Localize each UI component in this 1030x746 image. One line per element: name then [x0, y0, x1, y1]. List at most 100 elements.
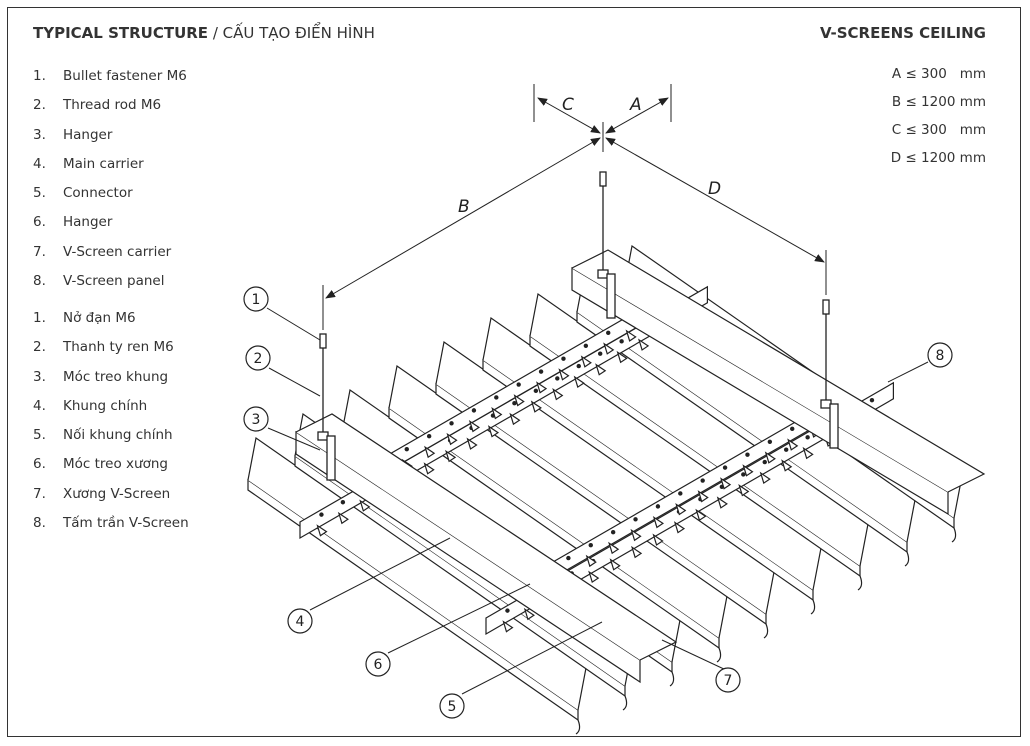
dimension-d: D ≤ 1200 mm [890, 150, 986, 166]
legend-item: 6. Hanger [33, 212, 187, 241]
bullet-fastener [599, 171, 607, 187]
legend-num: 2. [33, 339, 46, 356]
dim-line-c [537, 97, 601, 134]
v-screen-carriers [295, 249, 986, 684]
callout-number: 1 [252, 292, 261, 308]
title-separator: / [208, 24, 223, 42]
legend-num: 1. [33, 310, 46, 326]
legend-item: 8. Tấm trần V-Screen [33, 513, 189, 542]
dim-line-a [605, 97, 669, 134]
dim-label-d: D [708, 179, 721, 199]
thread-rod [317, 333, 336, 481]
legend-num: 1. [33, 68, 46, 84]
legend-label: Nối khung chính [63, 427, 173, 444]
callout-number: 4 [296, 614, 305, 630]
legend-label: Tấm trần V-Screen [63, 515, 189, 532]
callout-number: 3 [252, 412, 261, 428]
legend-item: 3. Móc treo khung [33, 367, 189, 396]
dim-line-b [325, 137, 601, 299]
callout-4: 4 [287, 608, 313, 634]
legend-item: 3. Hanger [33, 125, 187, 154]
legend-label: V-Screen carrier [63, 243, 172, 260]
legend-english: 1. Bullet fastener M6 2. Thread rod M6 3. H… [33, 66, 187, 300]
dimension-labels: C A B D [458, 95, 721, 217]
legend-item: 4. Main carrier [33, 154, 187, 183]
hanger-bracket [326, 435, 336, 481]
legend-label: Bullet fastener M6 [63, 68, 187, 84]
legend-num: 5. [33, 185, 46, 202]
dim-label-b: B [458, 197, 470, 217]
callout-1: 1 [243, 286, 269, 312]
legend-num: 7. [33, 485, 46, 502]
leader-lines [266, 307, 929, 695]
callout-7: 7 [715, 667, 741, 693]
dimension-c: C ≤ 300 mm [891, 122, 986, 138]
legend-item: 8. V-Screen panel [33, 271, 187, 300]
dimension-b: B ≤ 1200 mm [891, 94, 986, 110]
callout-3: 3 [243, 406, 269, 432]
legend-item: 2. Thread rod M6 [33, 95, 187, 124]
callout-8: 8 [927, 342, 953, 368]
hanger-rods [317, 171, 839, 481]
legend-label: Connector [63, 185, 133, 202]
callout-number: 5 [448, 699, 457, 715]
legend-label: Khung chính [63, 397, 148, 414]
legend-item: 6. Móc treo xương [33, 454, 189, 483]
legend-label: Thanh ty ren M6 [63, 339, 174, 356]
hanger-bracket [829, 403, 839, 449]
legend-item: 1. Nở đạn M6 [33, 308, 189, 337]
legend-label: Hanger [63, 126, 113, 143]
legend-num: 2. [33, 97, 46, 114]
dim-line-d [605, 137, 825, 263]
callout-number: 8 [936, 348, 945, 364]
legend-label: Xương V-Screen [63, 485, 171, 502]
callout-number: 7 [724, 673, 733, 689]
legend-label: V-Screen panel [63, 273, 165, 290]
legend-label: Thread rod M6 [63, 97, 162, 114]
dim-label-a: A [629, 95, 642, 115]
page-title: TYPICAL STRUCTURE / CẤU TẠO ĐIỂN HÌNH [33, 24, 375, 42]
callout-number: 2 [254, 351, 263, 367]
legend-label: Main carrier [63, 155, 144, 172]
bullet-fastener [319, 333, 327, 349]
legend-label: Hanger [63, 214, 113, 231]
legend-num: 6. [33, 456, 46, 473]
legend-item: 5. Connector [33, 183, 187, 212]
callout-number: 6 [374, 657, 383, 673]
callout-markers: 1 2 3 4 5 6 7 8 [243, 286, 953, 719]
legend-item: 5. Nối khung chính [33, 425, 189, 454]
callout-6: 6 [365, 651, 391, 677]
callout-5: 5 [439, 693, 465, 719]
legend-item: 2. Thanh ty ren M6 [33, 337, 189, 366]
main-carrier [295, 413, 678, 684]
title-bold: TYPICAL STRUCTURE [33, 24, 209, 42]
legend-item: 7. Xương V-Screen [33, 484, 189, 513]
legend-item: 1. Bullet fastener M6 [33, 66, 187, 95]
legend-num: 4. [33, 155, 46, 172]
legend-num: 4. [33, 397, 46, 414]
legend-vietnamese: 1. Nở đạn M6 2. Thanh ty ren M6 3. Móc treo… [33, 308, 189, 542]
thread-rod [820, 299, 839, 449]
legend-num: 7. [33, 243, 46, 260]
legend-item: 7. V-Screen carrier [33, 242, 187, 271]
dimension-limits: A ≤ 300 mm B ≤ 1200 mm C ≤ 300 mm D ≤ 12… [891, 64, 986, 176]
dimension-lines [322, 84, 827, 330]
legend-num: 8. [33, 515, 46, 532]
hanger-bracket [606, 273, 616, 319]
dimension-a: A ≤ 300 mm [891, 66, 986, 82]
legend-num: 6. [33, 214, 46, 231]
legend-label: Nở đạn M6 [63, 310, 136, 326]
legend-item: 4. Khung chính [33, 396, 189, 425]
legend-num: 3. [33, 368, 46, 385]
callout-2: 2 [245, 345, 271, 371]
bullet-fastener [822, 299, 830, 315]
dim-label-c: C [562, 95, 574, 115]
legend-num: 8. [33, 273, 46, 290]
legend-label: Móc treo khung [63, 368, 169, 385]
title-subtitle: CẤU TẠO ĐIỂN HÌNH [222, 24, 375, 42]
legend-label: Móc treo xương [63, 456, 168, 473]
legend-num: 5. [33, 427, 46, 444]
legend-num: 3. [33, 126, 46, 143]
product-title: V-SCREENS CEILING [819, 24, 986, 42]
